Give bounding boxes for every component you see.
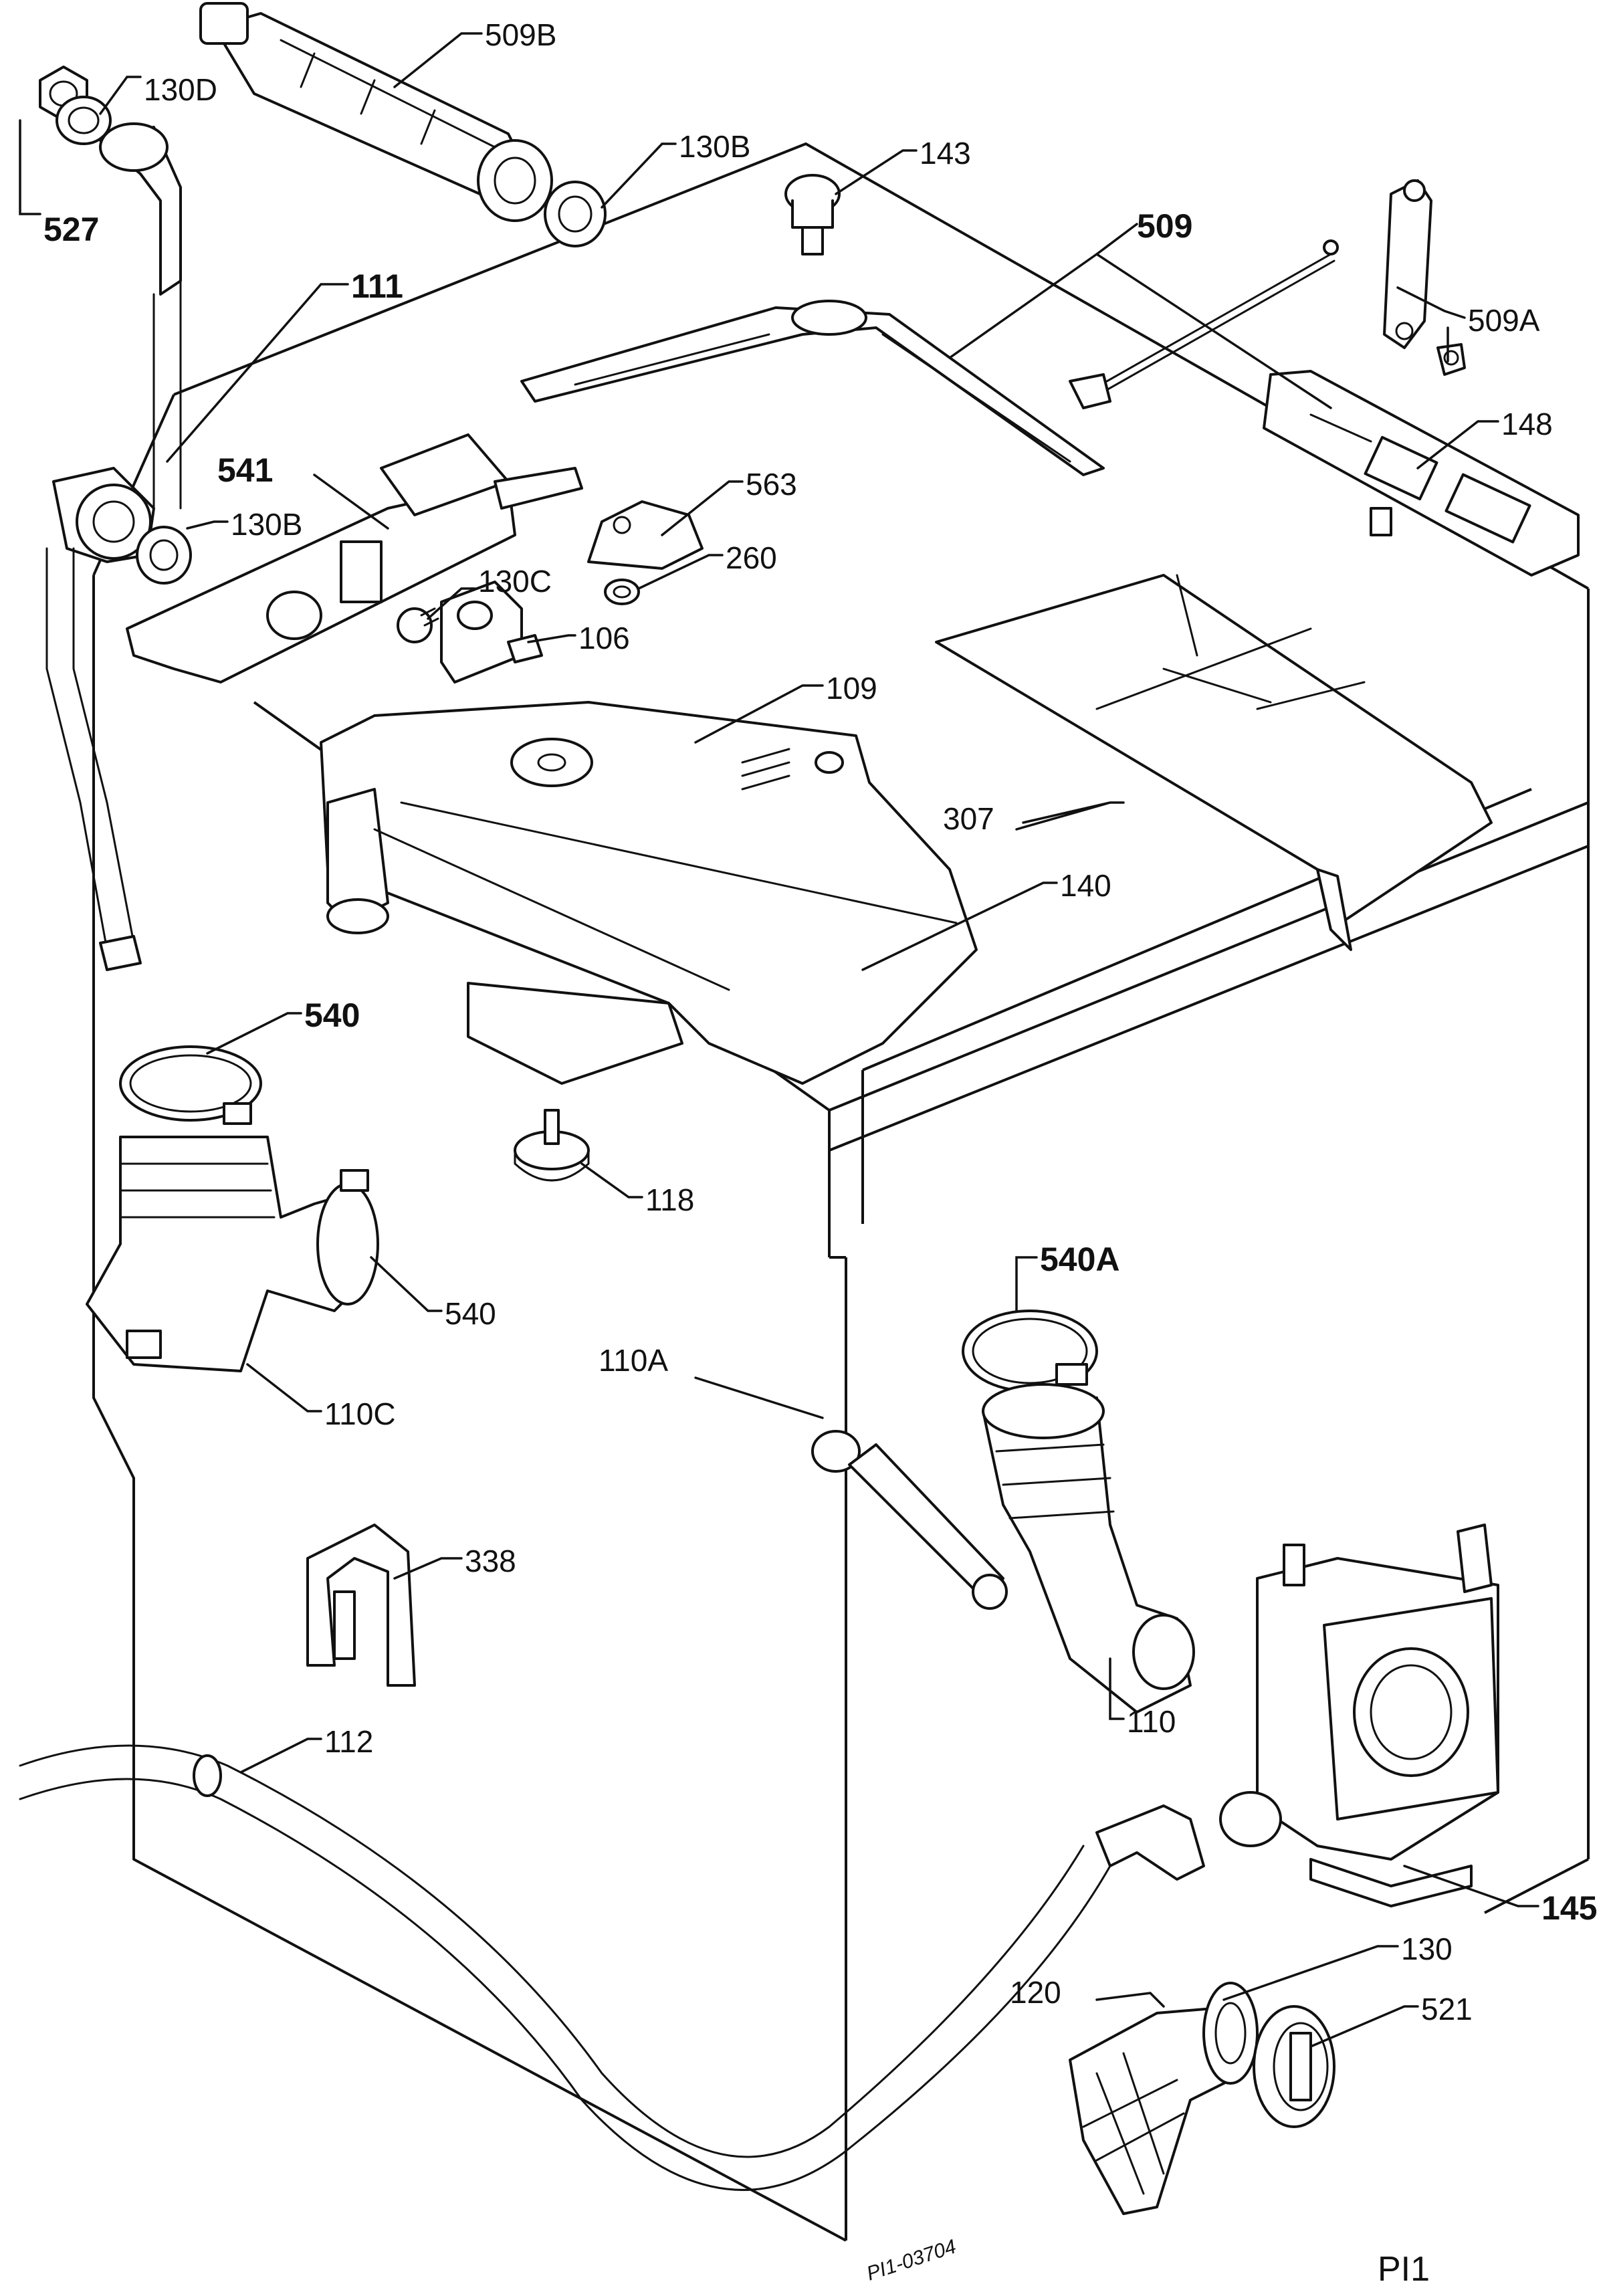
label-130: 130 bbox=[1401, 1932, 1453, 1966]
part-labels: 509B 130D 527 130B 143 509 509A 111 148 … bbox=[43, 17, 1597, 2289]
part-143-knob bbox=[784, 174, 841, 255]
drawing-code: PI1-03704 bbox=[864, 2235, 959, 2285]
part-130c-filter bbox=[397, 607, 439, 643]
part-509b-inlet-pipe bbox=[199, 2, 553, 222]
part-130d-washer bbox=[56, 96, 112, 145]
label-540-top: 540 bbox=[304, 997, 360, 1034]
part-307-drawer bbox=[935, 574, 1493, 951]
part-106-valve bbox=[440, 581, 543, 684]
label-521: 521 bbox=[1421, 1992, 1473, 2026]
label-260: 260 bbox=[726, 540, 777, 575]
label-130b-top: 130B bbox=[679, 129, 750, 164]
part-509a-arm bbox=[1383, 179, 1466, 376]
part-509-rod bbox=[1069, 239, 1339, 409]
label-140: 140 bbox=[1060, 868, 1111, 903]
label-143: 143 bbox=[920, 136, 971, 171]
label-110a: 110A bbox=[599, 1343, 668, 1378]
sheet-id: PI1 bbox=[1378, 2250, 1430, 2289]
label-540-mid: 540 bbox=[445, 1296, 496, 1331]
label-110c: 110C bbox=[324, 1396, 396, 1431]
label-130d: 130D bbox=[144, 72, 217, 107]
label-540a: 540A bbox=[1040, 1241, 1120, 1278]
label-118: 118 bbox=[645, 1182, 694, 1217]
label-130b-mid: 130B bbox=[231, 507, 302, 542]
part-540-clamp-mid bbox=[316, 1169, 379, 1306]
label-563: 563 bbox=[746, 467, 797, 502]
part-130-gasket bbox=[1202, 1982, 1259, 2085]
part-130b-gasket-mid bbox=[136, 526, 192, 585]
label-109: 109 bbox=[826, 671, 877, 706]
part-109-dispenser-housing bbox=[320, 701, 978, 1085]
label-307: 307 bbox=[943, 801, 994, 836]
label-148: 148 bbox=[1501, 407, 1553, 441]
label-106: 106 bbox=[578, 621, 630, 655]
part-110c-sump bbox=[86, 1136, 376, 1372]
label-541: 541 bbox=[217, 451, 273, 489]
label-509b: 509B bbox=[485, 17, 556, 52]
part-111-inlet-hose bbox=[45, 122, 182, 971]
part-509-lever bbox=[520, 300, 1105, 476]
part-110a-hose bbox=[811, 1430, 1008, 1610]
part-145-pump bbox=[1219, 1524, 1499, 1907]
label-338: 338 bbox=[465, 1544, 516, 1578]
label-111: 111 bbox=[351, 268, 403, 305]
part-521-cap bbox=[1253, 2005, 1335, 2128]
part-338-clip bbox=[306, 1524, 416, 1687]
label-509a: 509A bbox=[1468, 303, 1540, 338]
part-260-spring bbox=[604, 579, 640, 605]
label-145: 145 bbox=[1541, 1889, 1597, 1927]
part-118-nut bbox=[514, 1109, 590, 1182]
part-110-hose bbox=[982, 1383, 1195, 1713]
label-112: 112 bbox=[324, 1724, 373, 1759]
part-120-filter bbox=[1069, 2005, 1245, 2215]
part-112-drain-hose bbox=[19, 1744, 1205, 2191]
leader-lines bbox=[19, 32, 1539, 2048]
label-110: 110 bbox=[1127, 1704, 1176, 1739]
part-140-lid bbox=[373, 801, 958, 991]
part-540a-clamp bbox=[962, 1310, 1098, 1392]
part-541-valve-bracket bbox=[126, 433, 583, 684]
label-130c: 130C bbox=[478, 564, 552, 599]
label-120: 120 bbox=[1010, 1975, 1061, 2010]
part-148-handle bbox=[1263, 370, 1580, 577]
part-130b-gasket-top bbox=[544, 181, 607, 247]
label-509: 509 bbox=[1137, 207, 1192, 245]
label-527: 527 bbox=[43, 211, 99, 248]
part-540-clamp-top bbox=[119, 1045, 262, 1125]
part-563-cam-plate bbox=[587, 500, 704, 570]
